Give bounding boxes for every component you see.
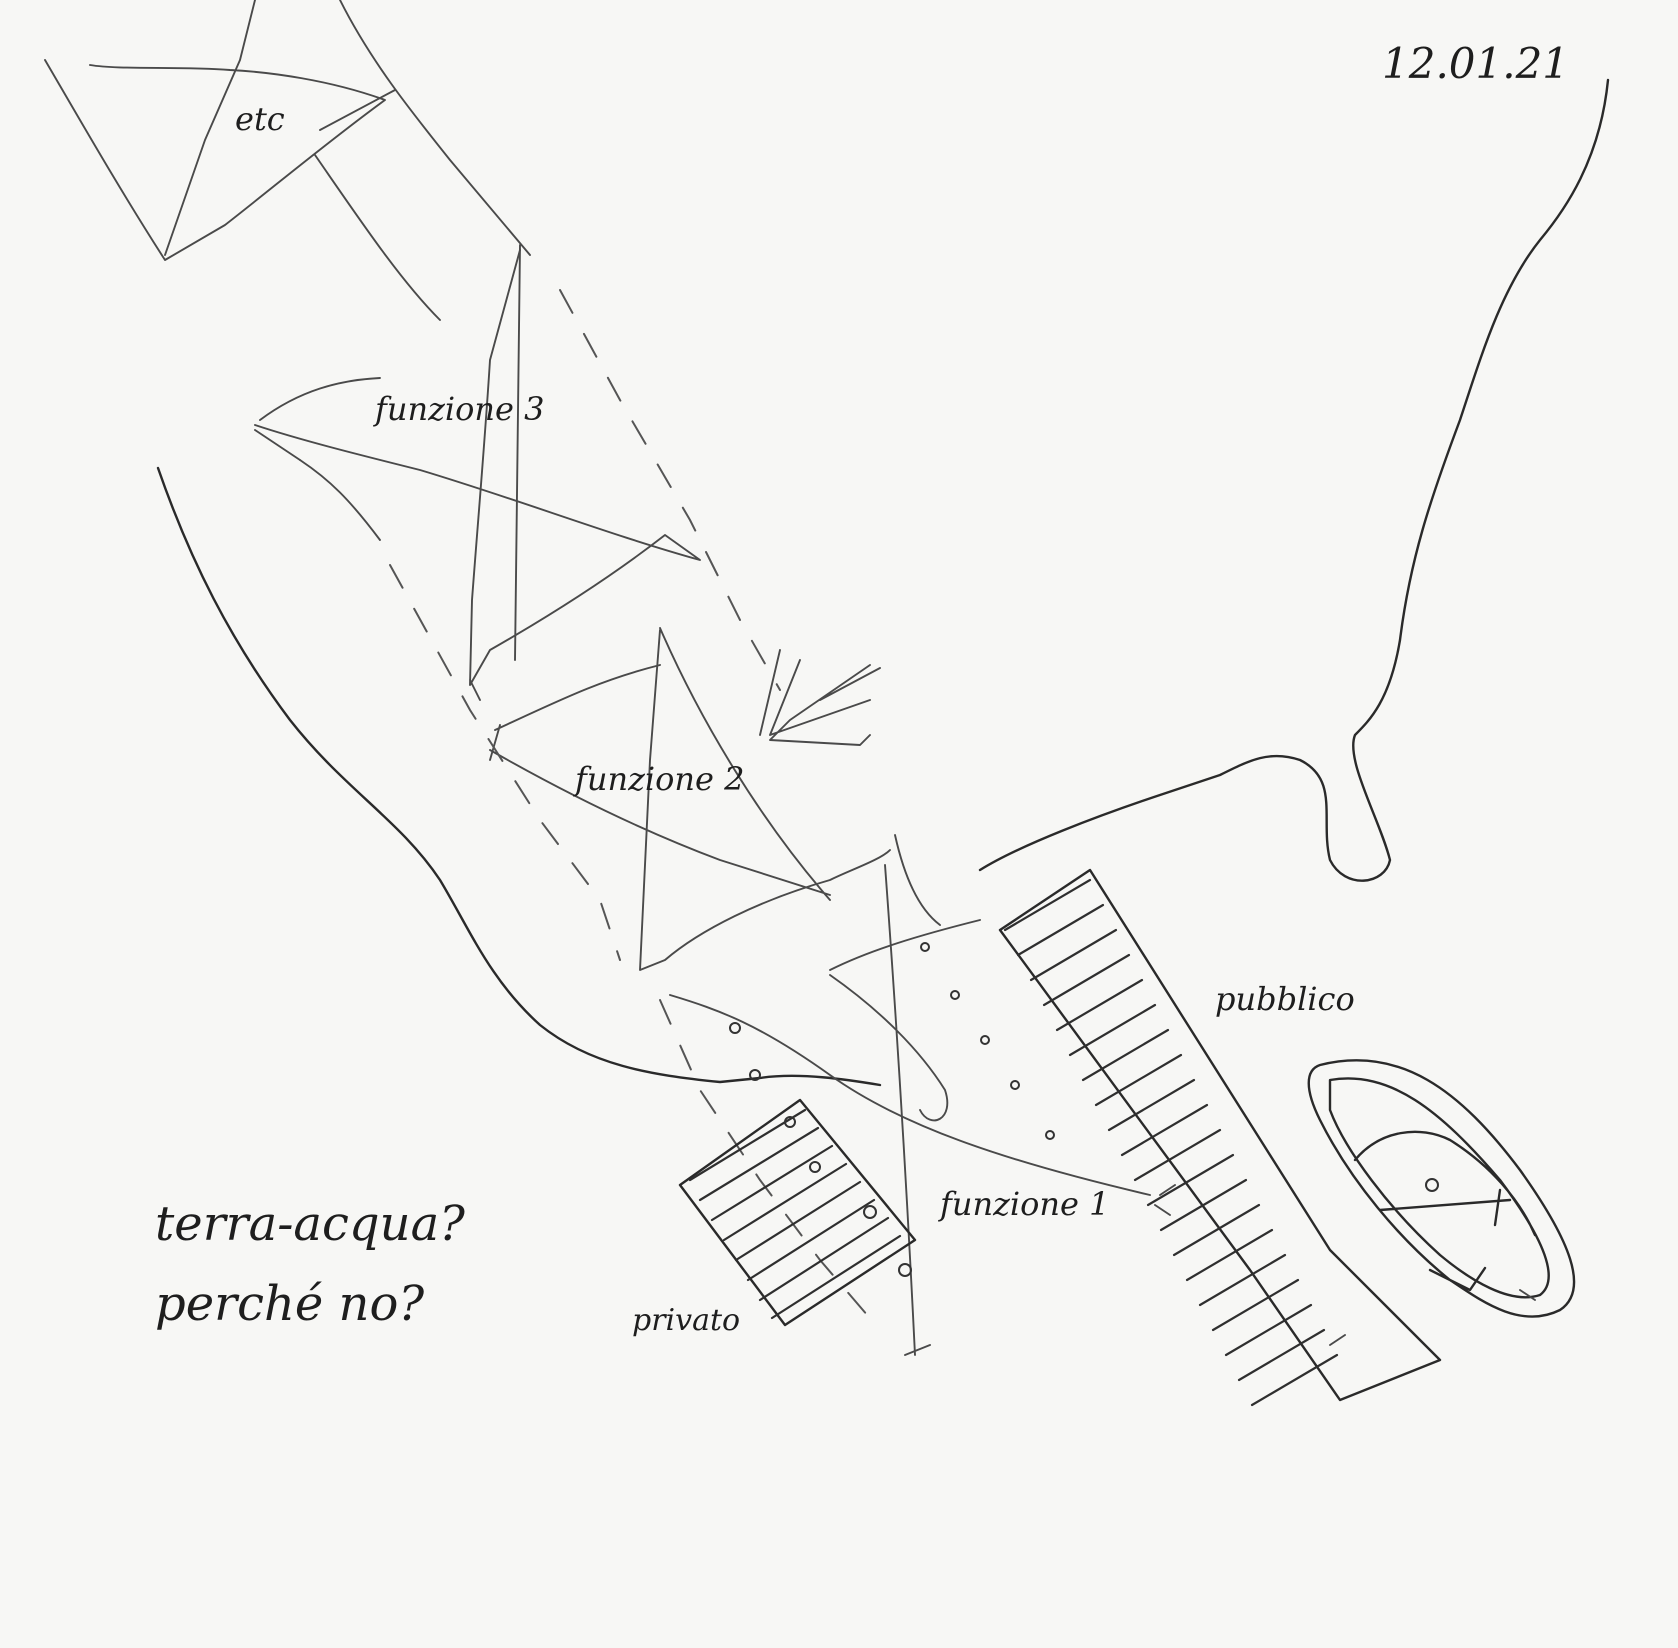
label-pubblico: pubblico <box>1215 980 1355 1018</box>
pier-pubblico-outline <box>1000 870 1440 1400</box>
shoreline-left <box>158 468 880 1085</box>
label-funzione-2: funzione 2 <box>573 760 745 798</box>
label-funzione-3: funzione 3 <box>373 390 545 428</box>
boat-point <box>1426 1179 1438 1191</box>
deck-privato-outline <box>680 1100 915 1325</box>
note-line-2: perché no? <box>155 1276 424 1332</box>
label-privato: privato <box>632 1303 740 1338</box>
guide-dashed-lower <box>660 1000 880 1330</box>
module-funzione-3-edge <box>300 460 380 540</box>
module-etc <box>45 0 395 260</box>
point-markers <box>730 943 1054 1276</box>
arrow-mark <box>760 650 880 745</box>
guide-dashed-right <box>560 290 780 690</box>
boat-icon <box>1309 1060 1574 1316</box>
shoreline-right <box>980 80 1608 881</box>
date-label: 12.01.21 <box>1382 39 1569 88</box>
label-etc: etc <box>235 100 285 138</box>
deck-privato-hatch <box>690 1110 900 1318</box>
pier-pubblico-hatch <box>1005 880 1337 1405</box>
note-line-1: terra-acqua? <box>155 1196 465 1252</box>
label-funzione-1: funzione 1 <box>938 1185 1110 1223</box>
module-funzione-2 <box>490 628 890 970</box>
